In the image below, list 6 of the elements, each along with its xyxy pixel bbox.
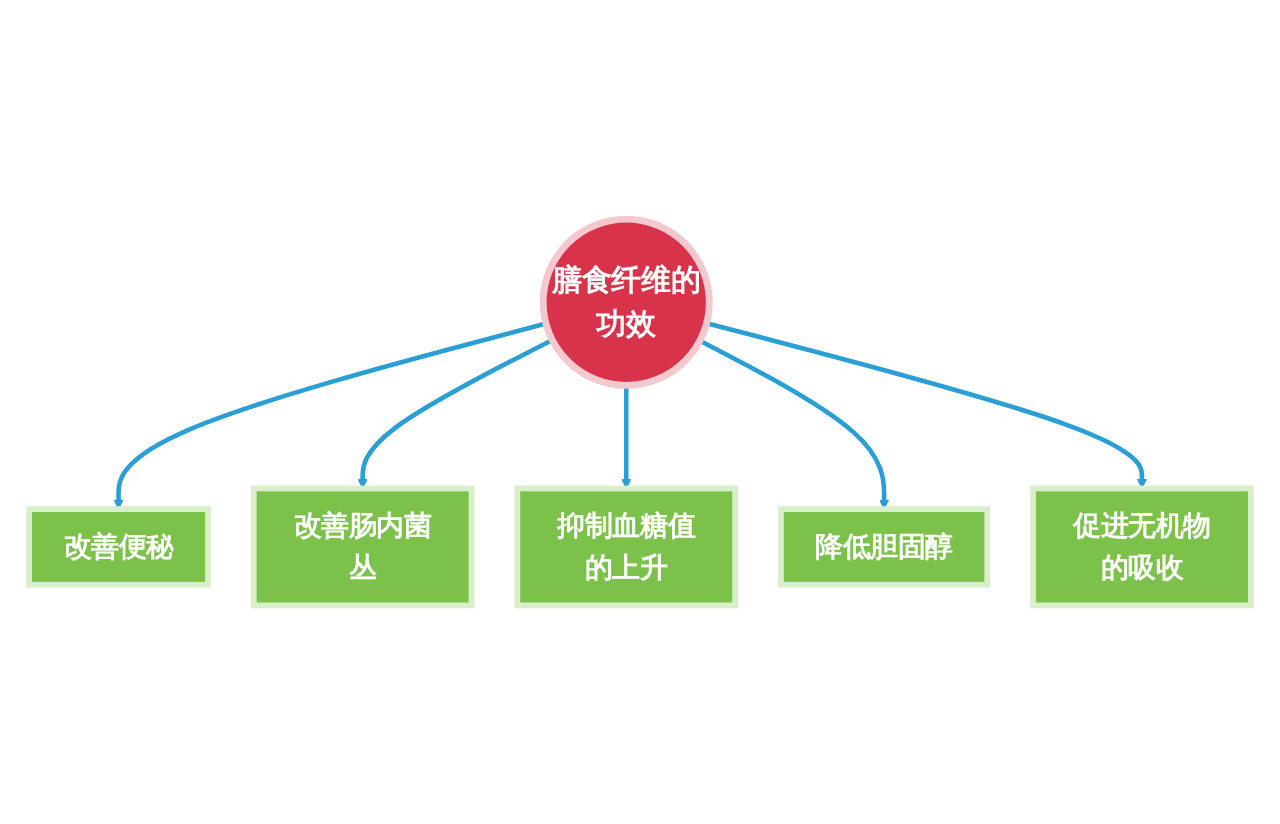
- node-box: 改善肠内菌丛: [250, 485, 475, 608]
- node-box: 抑制血糖值的上升: [514, 485, 738, 608]
- node-box: 降低胆固醇: [778, 505, 991, 588]
- node-box: 促进无机物的吸收: [1030, 485, 1254, 608]
- node-circle: 膳食纤维的功效: [539, 215, 713, 389]
- node-box: 改善便秘: [26, 505, 211, 588]
